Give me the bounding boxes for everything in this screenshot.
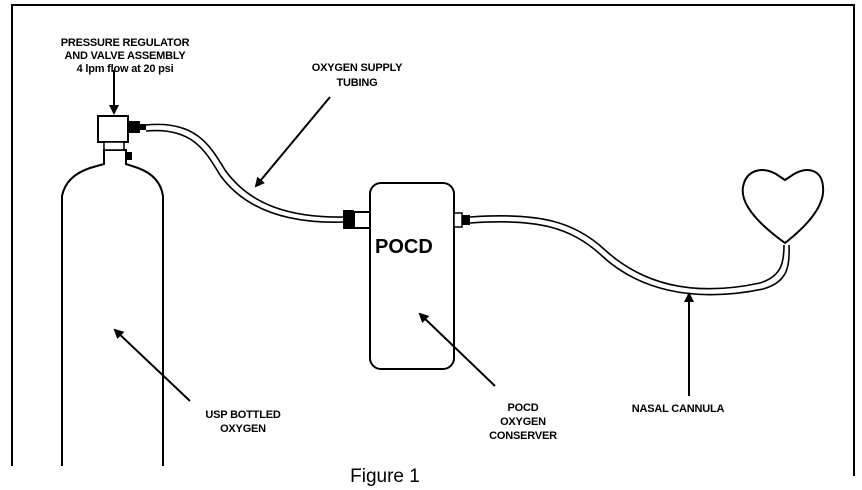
arrow-to-tubing xyxy=(254,96,331,188)
tubing-connector xyxy=(343,210,371,229)
cannula-tubing xyxy=(453,212,790,296)
arrow-to-conserver xyxy=(418,312,496,387)
svg-text:OXYGEN: OXYGEN xyxy=(220,423,266,435)
oxygen-bottle xyxy=(61,149,164,466)
regulator-label: PRESSURE REGULATOR AND VALVE ASSEMBLY 4 … xyxy=(61,37,190,75)
svg-text:OXYGEN: OXYGEN xyxy=(500,416,546,428)
bottle-label: USP BOTTLED OXYGEN xyxy=(205,409,281,435)
oxygen-supply-tubing xyxy=(145,123,346,223)
svg-text:TUBING: TUBING xyxy=(337,77,378,89)
pressure-regulator-valve xyxy=(97,115,146,151)
figure-frame xyxy=(11,4,855,476)
svg-text:USP BOTTLED: USP BOTTLED xyxy=(205,409,280,421)
pocd-conserver-box: POCD xyxy=(369,182,455,370)
figure-caption: Figure 1 xyxy=(350,466,420,487)
pocd-device-label: POCD xyxy=(375,236,433,258)
svg-text:AND VALVE ASSEMBLY: AND VALVE ASSEMBLY xyxy=(64,50,186,62)
arrow-to-bottle xyxy=(113,328,191,402)
tubing-label: OXYGEN SUPPLY TUBING xyxy=(312,62,404,89)
svg-text:POCD: POCD xyxy=(508,402,539,414)
cannula-label: NASAL CANNULA xyxy=(632,403,725,415)
svg-text:4 lpm flow at 20 psi: 4 lpm flow at 20 psi xyxy=(77,63,174,75)
svg-text:CONSERVER: CONSERVER xyxy=(489,430,557,442)
nasal-cannula-loop xyxy=(741,169,825,245)
conserver-label: POCD OXYGEN CONSERVER xyxy=(489,402,557,442)
svg-text:PRESSURE REGULATOR: PRESSURE REGULATOR xyxy=(61,37,190,49)
svg-text:OXYGEN SUPPLY: OXYGEN SUPPLY xyxy=(312,62,403,74)
